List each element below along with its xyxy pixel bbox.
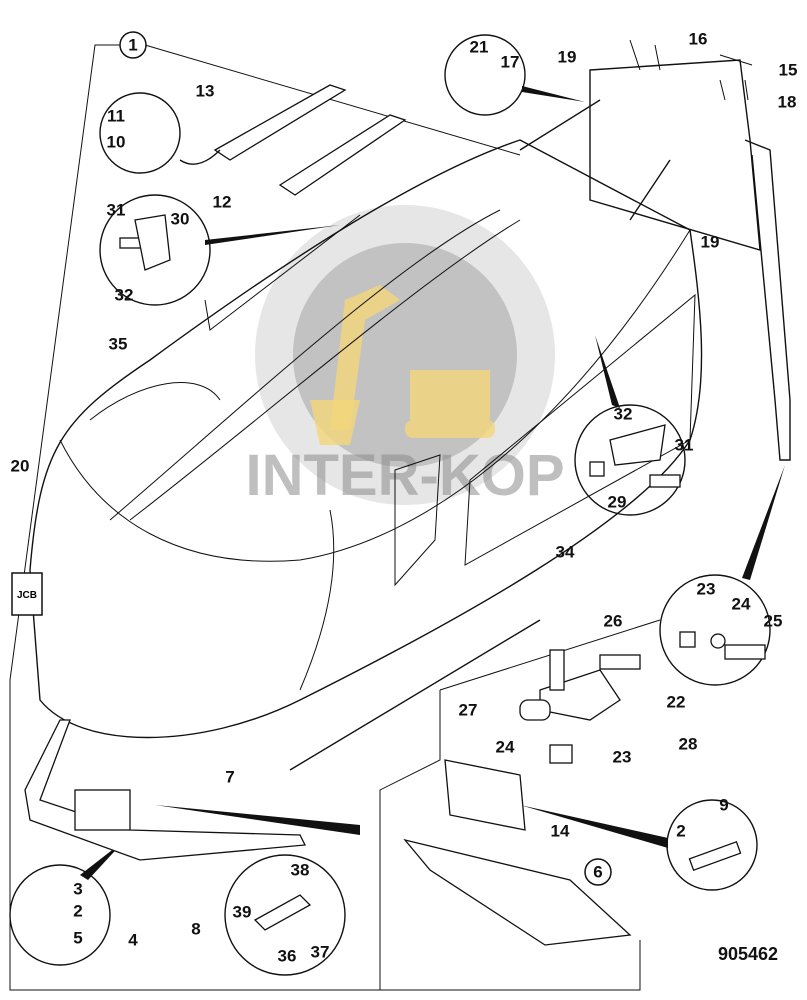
callout: 9 — [719, 795, 728, 814]
canopy-hood — [29, 139, 703, 739]
callout: 3 — [73, 879, 82, 898]
rear-frame — [519, 39, 791, 461]
frame-lines — [9, 44, 661, 991]
callout: 34 — [556, 542, 575, 561]
callout: 27 — [459, 700, 478, 719]
callout-1: 1 — [128, 35, 137, 54]
callout: 7 — [225, 767, 234, 786]
callout: 30 — [171, 209, 190, 228]
drawing-number: 905462 — [718, 944, 778, 964]
callout: 12 — [213, 192, 232, 211]
callout: 25 — [764, 611, 783, 630]
callout: 17 — [501, 52, 520, 71]
callout: 24 — [496, 737, 515, 756]
callout: 38 — [291, 860, 310, 879]
callout: 35 — [109, 334, 128, 353]
callout: 6 — [593, 862, 602, 881]
callout: 13 — [196, 81, 215, 100]
callout: 23 — [697, 579, 716, 598]
callout: 39 — [233, 902, 252, 921]
callout: 26 — [604, 611, 623, 630]
callout: 4 — [128, 930, 138, 949]
callout: 22 — [667, 692, 686, 711]
callout: 2 — [676, 821, 685, 840]
callout: 8 — [191, 919, 200, 938]
badge-text: JCB — [17, 590, 37, 601]
jcb-badge: JCB — [11, 572, 43, 616]
callout: 21 — [470, 37, 489, 56]
watermark-logo: INTER-KOP — [246, 205, 565, 508]
callout: 24 — [732, 594, 751, 613]
callout: 20 — [11, 456, 30, 475]
callout: 36 — [278, 946, 297, 965]
callout: 32 — [115, 285, 134, 304]
callout: 11 — [107, 106, 125, 125]
callout: 28 — [679, 734, 698, 753]
callout: 37 — [311, 942, 330, 961]
callout: 10 — [107, 132, 126, 151]
callout: 14 — [551, 821, 570, 840]
callout: 29 — [608, 492, 627, 511]
callout: 15 — [779, 60, 798, 79]
watermark-text: INTER-KOP — [246, 443, 565, 508]
detail-circles — [9, 34, 785, 976]
lower-parts — [24, 214, 766, 946]
callout: 32 — [614, 404, 633, 423]
callout: 31 — [675, 435, 694, 454]
callout: 18 — [778, 92, 797, 111]
callout-labels: 21 17 19 16 15 18 13 11 10 12 31 30 32 3… — [11, 29, 798, 965]
callout: 19 — [558, 47, 577, 66]
callout: 23 — [613, 747, 632, 766]
hinge-plates — [213, 84, 407, 196]
callout: 5 — [73, 928, 82, 947]
callout: 19 — [701, 232, 720, 251]
callout: 2 — [73, 901, 82, 920]
callout: 16 — [689, 29, 708, 48]
callout: 31 — [107, 200, 126, 219]
